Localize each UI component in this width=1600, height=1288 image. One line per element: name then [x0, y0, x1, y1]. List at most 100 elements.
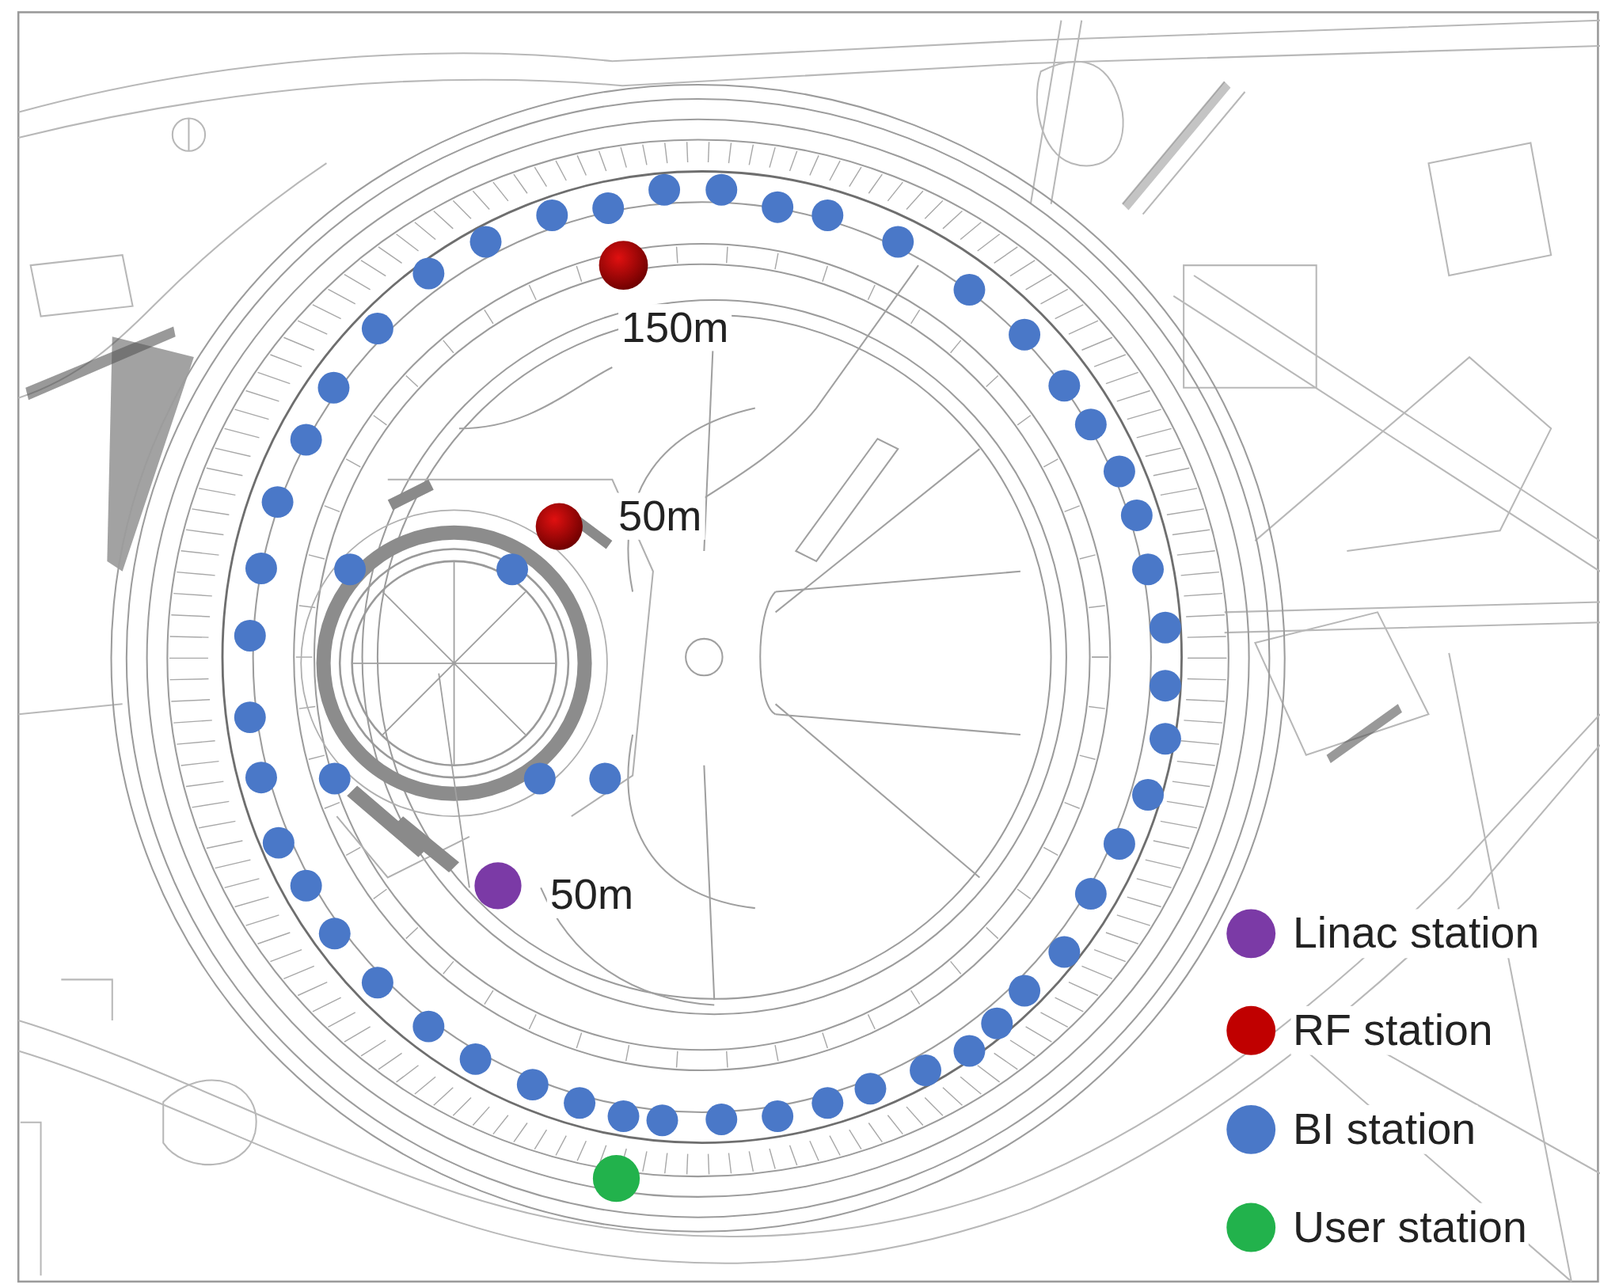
hatch-line	[676, 1051, 678, 1068]
hatch-line	[484, 990, 494, 1004]
bi-station	[953, 1035, 985, 1068]
bi-station	[1103, 828, 1136, 860]
hatch-line	[687, 1154, 688, 1175]
bi-station	[1048, 936, 1080, 969]
hatch-line	[1079, 554, 1096, 559]
bi-station	[1075, 877, 1107, 910]
legend-swatch	[1226, 908, 1276, 958]
rf-station	[535, 502, 583, 550]
hatch-line	[534, 167, 547, 187]
legend-text: User station	[1290, 1203, 1529, 1252]
hatch-line	[665, 1153, 668, 1175]
hatch-line	[176, 741, 215, 745]
hatch-line	[1055, 304, 1084, 320]
hatch-line	[1010, 1040, 1035, 1057]
hatch-line	[191, 509, 229, 515]
bi-station	[459, 1043, 492, 1076]
legend-item: RF station	[1225, 1005, 1495, 1057]
bi-station	[1048, 369, 1080, 402]
hatch-line	[1187, 679, 1227, 681]
hatch-line	[942, 1087, 962, 1106]
hatch-line	[829, 160, 840, 181]
bi-station	[909, 1054, 942, 1087]
hatch-line	[687, 141, 688, 163]
bi-station	[290, 424, 323, 457]
hatch-line	[324, 802, 340, 810]
hatch-line	[1181, 572, 1220, 576]
bi-station	[361, 966, 394, 999]
legend-swatch	[1226, 1006, 1276, 1056]
hatch-line	[513, 1122, 528, 1142]
hatch-line	[576, 266, 582, 282]
hatch-line	[708, 1154, 710, 1175]
hatch-line	[373, 415, 388, 426]
rf-station	[599, 240, 649, 290]
hatch-line	[396, 234, 419, 251]
bi-station	[761, 1100, 794, 1133]
hatch-line	[599, 151, 607, 172]
hatch-line	[868, 174, 882, 194]
hatch-line	[1091, 656, 1109, 658]
bi-station	[361, 312, 394, 345]
legend-text: Linac station	[1290, 909, 1541, 958]
hatch-line	[1185, 699, 1225, 702]
hatch-line	[396, 1065, 419, 1083]
hatch-line	[1017, 889, 1031, 899]
hatch-line	[224, 428, 260, 438]
hatch-line	[406, 927, 419, 939]
hatch-line	[1187, 636, 1227, 638]
hatch-line	[173, 593, 213, 597]
legend-item: User station	[1225, 1201, 1529, 1253]
hatch-line	[1117, 915, 1151, 926]
bi-station	[705, 1103, 738, 1136]
hatch-line	[493, 182, 509, 202]
hatch-line	[1187, 657, 1227, 659]
hatch-line	[1026, 274, 1053, 290]
bi-station	[245, 552, 278, 585]
hatch-line	[171, 699, 210, 702]
hatch-line	[577, 155, 586, 175]
hatch-line	[308, 554, 325, 559]
hatch-line	[484, 309, 494, 324]
hatch-line	[748, 144, 753, 166]
hatch-line	[1172, 781, 1210, 787]
hatch-line	[1055, 997, 1084, 1012]
bi-station	[705, 174, 738, 206]
hatch-line	[1081, 965, 1112, 979]
hatch-line	[206, 840, 244, 848]
bi-station	[592, 192, 624, 225]
hatch-line	[173, 720, 213, 723]
hatch-line	[665, 142, 668, 164]
hatch-line	[1145, 859, 1182, 868]
hatch-line	[472, 1106, 490, 1125]
hatch-line	[867, 285, 875, 301]
hatch-line	[181, 761, 220, 766]
hatch-line	[849, 167, 862, 187]
hatch-line	[258, 372, 291, 384]
bi-station	[1103, 455, 1136, 487]
hatch-line	[1068, 982, 1099, 996]
bi-station	[646, 1104, 679, 1137]
bi-station	[317, 372, 350, 404]
hatch-line	[312, 997, 342, 1012]
hatch-line	[433, 211, 453, 229]
hatch-line	[269, 950, 302, 962]
hatch-line	[555, 1136, 567, 1156]
hatch-line	[775, 1045, 779, 1061]
hatch-line	[414, 1076, 436, 1095]
hatch-line	[642, 144, 647, 166]
hatch-line	[775, 253, 779, 270]
hatch-line	[911, 990, 920, 1004]
distance-label: 150m	[618, 304, 732, 352]
hatch-line	[215, 448, 251, 457]
bi-station	[290, 870, 323, 902]
user-station	[592, 1155, 640, 1202]
bi-station	[334, 553, 366, 586]
hatch-line	[977, 1065, 1000, 1083]
hatch-line	[373, 889, 388, 899]
bi-station	[319, 917, 351, 950]
hatch-line	[1010, 260, 1035, 277]
hatch-line	[924, 200, 943, 219]
hatch-line	[443, 961, 454, 974]
hatch-line	[726, 247, 728, 264]
